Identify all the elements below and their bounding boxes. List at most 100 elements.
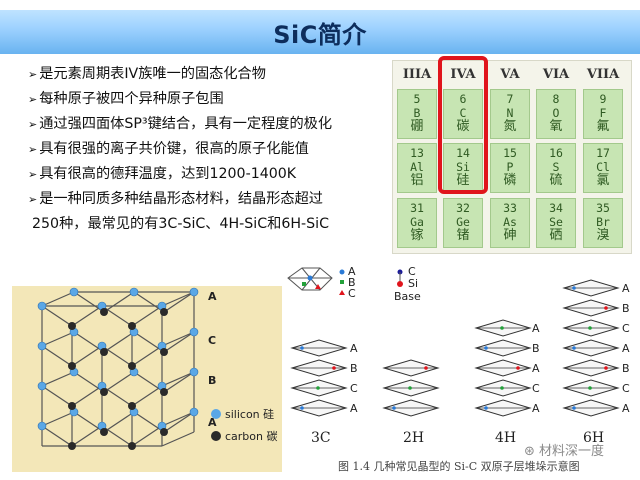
slide-title: SiC简介 bbox=[273, 20, 367, 49]
bullet-arrow-icon: ➢ bbox=[28, 93, 38, 106]
watermark-text: 材料深一度 bbox=[539, 444, 605, 459]
polytype-name: 2H bbox=[403, 430, 424, 446]
stack-site-dot bbox=[332, 366, 336, 370]
bullet-text: 具有很强的离子共价键，很高的原子化能值 bbox=[39, 141, 309, 157]
svg-text:C: C bbox=[348, 287, 356, 300]
iva-highlight-box bbox=[438, 56, 488, 194]
bullet-item: ➢具有很高的德拜温度，达到1200-1400K bbox=[28, 162, 380, 187]
stack-layer-label: C bbox=[532, 382, 540, 395]
figure-caption: 图 1.4 几种常见晶型的 Si-C 双原子层堆垛示意图 bbox=[338, 460, 580, 473]
layer-label: C bbox=[208, 334, 216, 347]
group-header: IVA bbox=[450, 67, 476, 82]
bullet-item: ➢是一种同质多种结晶形态材料，结晶形态超过 bbox=[28, 187, 380, 212]
bullet-item: ➢具有很强的离子共价键，很高的原子化能值 bbox=[28, 137, 380, 162]
stack-layer-label: A bbox=[532, 322, 540, 335]
bullet-arrow-icon: ➢ bbox=[28, 143, 38, 156]
bullet-arrow-icon: ➢ bbox=[28, 68, 38, 81]
bullet-item: ➢通过强四面体SP³键结合，具有一定程度的极化 bbox=[28, 112, 380, 137]
group-header: VIIA bbox=[586, 67, 620, 82]
bullet-arrow-icon: ➢ bbox=[28, 118, 38, 131]
bullet-text: 是一种同质多种结晶形态材料，结晶形态超过 bbox=[39, 191, 323, 207]
stack-site-dot bbox=[300, 406, 304, 410]
stack-site-dot bbox=[424, 366, 428, 370]
layer-label: A bbox=[208, 290, 217, 303]
bullet-list: ➢是元素周期表IV族唯一的固态化合物 ➢每种原子被四个异种原子包围 ➢通过强四面… bbox=[28, 62, 380, 236]
bullet-arrow-icon: ➢ bbox=[28, 193, 38, 206]
bullet-continuation: 250种，最常见的有3C-SiC、4H-SiC和6H-SiC bbox=[32, 216, 330, 232]
bullet-text: 每种原子被四个异种原子包围 bbox=[39, 91, 224, 107]
stack-layer-label: B bbox=[532, 342, 540, 355]
stack-site-dot bbox=[500, 386, 504, 390]
carbon-atoms bbox=[68, 308, 168, 450]
bullet-text: 具有很高的德拜温度，达到1200-1400K bbox=[39, 166, 297, 182]
si-c-base-legend: C Si Base bbox=[394, 265, 421, 303]
svg-text:Si: Si bbox=[408, 277, 418, 290]
layer-label: B bbox=[208, 374, 216, 387]
stack-site-dot bbox=[484, 346, 488, 350]
stack-layer-label: A bbox=[622, 282, 630, 295]
polytype-name: 3C bbox=[311, 430, 331, 446]
stack-layer-label: B bbox=[350, 362, 358, 375]
stack-layer-label: A bbox=[350, 342, 358, 355]
carbon-legend-label: carbon 碳 bbox=[225, 429, 278, 443]
carbon-legend-dot bbox=[211, 431, 221, 441]
polytype-name: 4H bbox=[495, 430, 516, 446]
stack-site-dot bbox=[604, 366, 608, 370]
stack-site-dot bbox=[588, 326, 592, 330]
stack-site-dot bbox=[300, 346, 304, 350]
silicon-legend-label: silicon 硅 bbox=[225, 408, 274, 421]
abc-site-legend: A B C bbox=[287, 265, 356, 300]
bullet-arrow-icon: ➢ bbox=[28, 168, 38, 181]
layer-label: A bbox=[208, 416, 217, 429]
stack-site-dot bbox=[572, 346, 576, 350]
watermark: ⊛ 材料深一度 bbox=[524, 444, 605, 459]
stack-layer-label: B bbox=[622, 362, 630, 375]
svg-text:C: C bbox=[408, 265, 416, 278]
crystal-bonds bbox=[41, 291, 195, 447]
slide-title-bar: SiC简介 bbox=[0, 10, 640, 54]
stack-site-dot bbox=[408, 386, 412, 390]
stacking-drawing: A B C C Si Base bbox=[287, 265, 421, 303]
stack-site-dot bbox=[484, 406, 488, 410]
crystal-structure-drawing: A C B A silicon 硅 carbon 碳 bbox=[37, 287, 278, 450]
stack-site-dot bbox=[392, 406, 396, 410]
stack-layer-label: B bbox=[622, 302, 630, 315]
stack-layer-label: A bbox=[532, 362, 540, 375]
stack-layer-label: A bbox=[622, 342, 630, 355]
svg-text:Base: Base bbox=[394, 290, 421, 303]
stack-layer-label: C bbox=[622, 322, 630, 335]
bullet-item: ➢每种原子被四个异种原子包围 bbox=[28, 87, 380, 112]
stack-site-dot bbox=[588, 386, 592, 390]
silicon-legend-dot bbox=[211, 409, 221, 419]
group-header: IIIA bbox=[402, 67, 432, 82]
stack-site-dot bbox=[572, 286, 576, 290]
stack-layer-label: A bbox=[532, 402, 540, 415]
stack-site-dot bbox=[316, 386, 320, 390]
svg-text:A: A bbox=[348, 265, 356, 278]
polytype-2h: 2H bbox=[382, 359, 440, 446]
group-header: VIA bbox=[542, 67, 570, 82]
bullet-item: ➢是元素周期表IV族唯一的固态化合物 bbox=[28, 62, 380, 87]
bullet-text: 通过强四面体SP³键结合，具有一定程度的极化 bbox=[39, 116, 333, 132]
stack-layer-label: C bbox=[622, 382, 630, 395]
